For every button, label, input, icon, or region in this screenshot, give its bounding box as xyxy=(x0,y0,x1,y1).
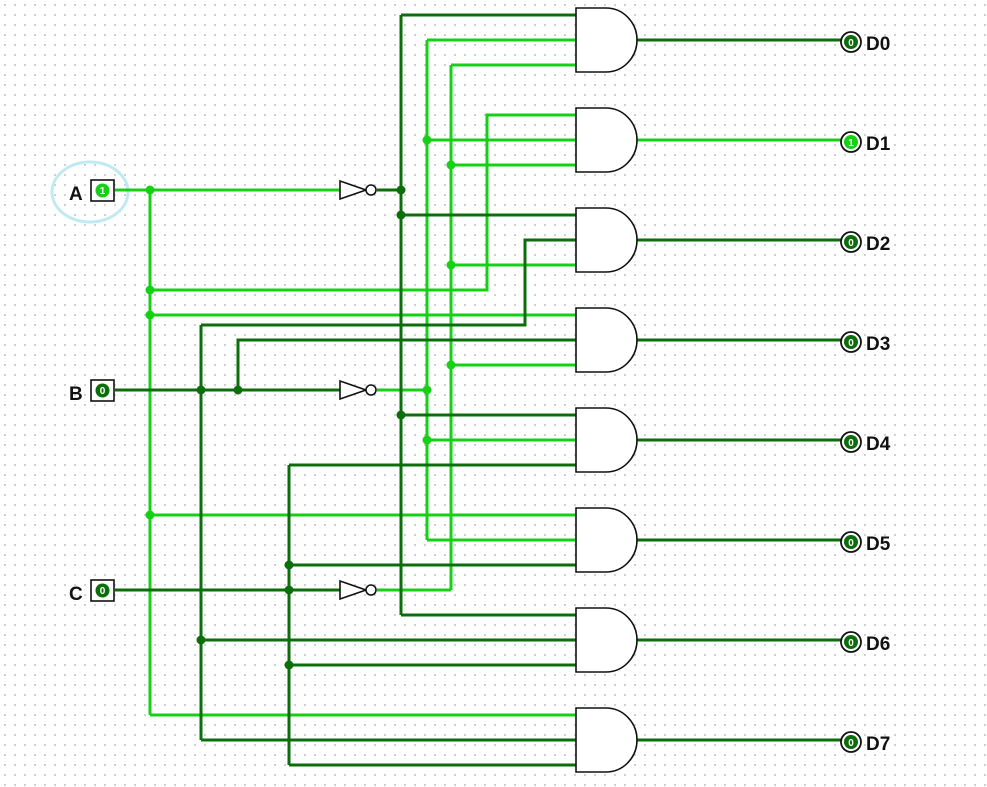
output-label-d4: D4 xyxy=(866,434,891,455)
output-label-d1: D1 xyxy=(866,134,891,155)
output-pin-d0-value: 0 xyxy=(848,38,854,49)
junctions xyxy=(145,135,456,670)
input-pin-b[interactable]: 0 xyxy=(90,379,115,402)
and-gate-d3[interactable] xyxy=(575,307,638,373)
and-gate-d1[interactable] xyxy=(575,107,638,173)
selection-highlight xyxy=(50,160,130,224)
input-pin-c[interactable]: 0 xyxy=(90,579,115,602)
output-pin-d2-value: 0 xyxy=(848,238,854,249)
output-pin-d7-value: 0 xyxy=(848,738,854,749)
output-pin-d5[interactable]: 0 xyxy=(840,531,862,553)
output-label-d7: D7 xyxy=(866,734,890,755)
input-pin-c-value: 0 xyxy=(100,586,106,597)
output-pin-d0[interactable]: 0 xyxy=(840,31,862,53)
not-gate-a[interactable] xyxy=(339,179,377,201)
output-pin-d7[interactable]: 0 xyxy=(840,731,862,753)
and-gate-d6[interactable] xyxy=(575,607,638,673)
output-pin-d4[interactable]: 0 xyxy=(840,431,862,453)
output-label-d3: D3 xyxy=(866,334,890,355)
output-label-d5: D5 xyxy=(866,534,891,555)
input-pin-a-value: 1 xyxy=(100,186,106,197)
and-gate-d5[interactable] xyxy=(575,507,638,573)
output-pin-d6-value: 0 xyxy=(848,638,854,649)
output-pin-d3[interactable]: 0 xyxy=(840,331,862,353)
not-gate-c[interactable] xyxy=(339,579,377,601)
output-pin-d4-value: 0 xyxy=(848,438,854,449)
output-label-d6: D6 xyxy=(866,634,890,655)
input-pin-a[interactable]: 1 xyxy=(90,179,115,202)
output-label-d2: D2 xyxy=(866,234,890,255)
output-pin-d2[interactable]: 0 xyxy=(840,231,862,253)
input-label-c: C xyxy=(69,584,83,605)
output-label-d0: D0 xyxy=(866,34,890,55)
and-gate-d2[interactable] xyxy=(575,207,638,273)
input-label-a: A xyxy=(69,184,83,205)
and-gate-d0[interactable] xyxy=(575,7,638,73)
output-pin-d5-value: 0 xyxy=(848,538,854,549)
wires-high xyxy=(115,38,842,717)
output-pin-d1-value: 1 xyxy=(848,138,854,149)
output-pin-d1[interactable]: 1 xyxy=(840,131,862,153)
not-gate-b[interactable] xyxy=(339,379,377,401)
input-label-b: B xyxy=(69,384,83,405)
and-gate-d7[interactable] xyxy=(575,707,638,773)
output-pin-d6[interactable]: 0 xyxy=(840,631,862,653)
and-gate-d4[interactable] xyxy=(575,407,638,473)
wires-low xyxy=(115,13,842,767)
input-pin-b-value: 0 xyxy=(100,386,106,397)
output-pin-d3-value: 0 xyxy=(848,338,854,349)
